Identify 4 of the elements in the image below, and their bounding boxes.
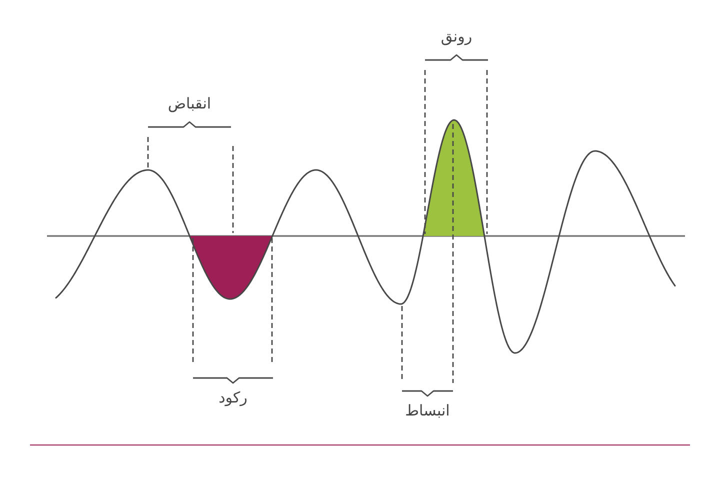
phase-label: رکود [218,389,248,407]
phase-label: رونق [440,28,472,46]
phase-label: انقباض [168,95,212,113]
phase-label: انبساط [405,402,450,420]
